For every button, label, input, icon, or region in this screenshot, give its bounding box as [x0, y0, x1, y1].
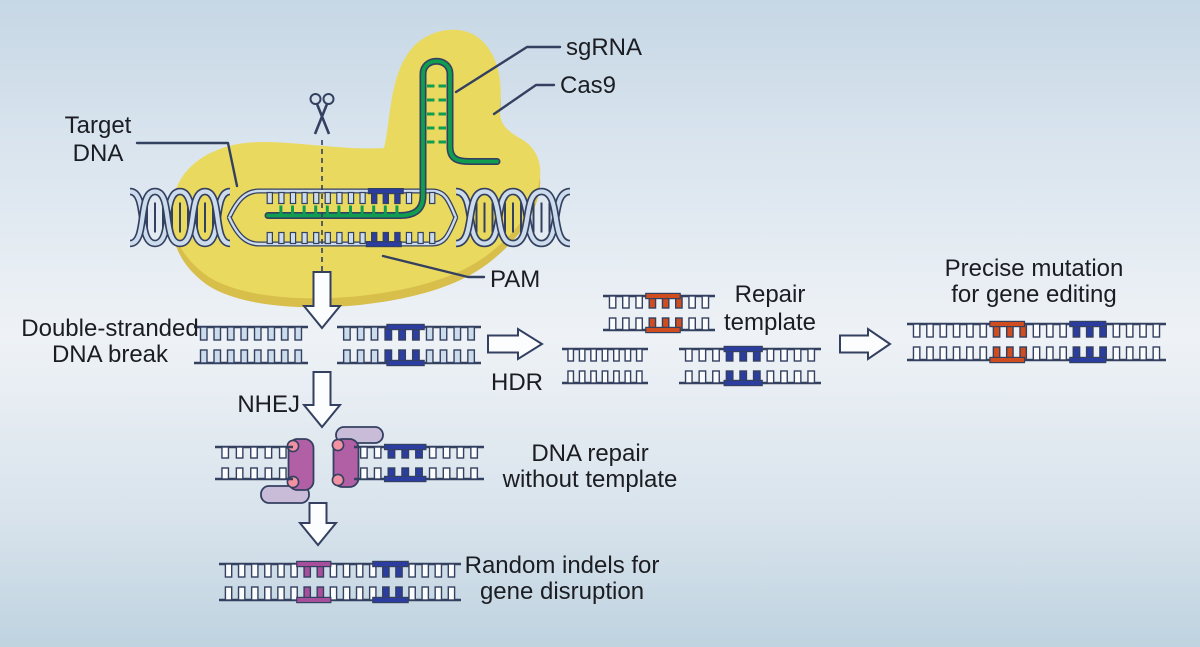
hdr-arrow [487, 327, 544, 361]
broken-dna-left [194, 325, 308, 365]
hdr-break-left [562, 347, 648, 385]
nhej-label: NHEJ [237, 391, 300, 418]
repair-template-label-line2: template [724, 309, 816, 336]
pam-pointer [381, 254, 486, 279]
nhej-repair-proteins-left [260, 438, 315, 504]
cas9-pointer [492, 83, 556, 116]
target-dna-pointer [135, 141, 239, 188]
dna-helix-right [455, 187, 571, 248]
sgrna-label: sgRNA [566, 34, 642, 61]
nhej-arrow [301, 371, 343, 429]
diagram-labels: Target DNA sgRNA Cas9 PAM Double-strande… [21, 34, 1123, 605]
scissors-icon [309, 93, 335, 135]
nhej-break-right [354, 443, 484, 483]
precise-mutation-label-line2: for gene editing [951, 281, 1116, 308]
edited-dna [907, 320, 1166, 364]
dsb-label-line1: Double-stranded [21, 315, 198, 342]
diagram-art [128, 29, 1166, 604]
dsb-label-line2: DNA break [52, 341, 169, 368]
dna-helix-left [128, 187, 232, 248]
pam-site-top [367, 188, 404, 195]
without-template-label-line2: without template [502, 466, 678, 493]
target-dna-label-line1: Target [65, 112, 132, 139]
hdr-label: HDR [491, 369, 543, 396]
cas9-label: Cas9 [560, 72, 616, 99]
sgrna-strand [264, 57, 501, 219]
target-dna-label-line2: DNA [73, 140, 124, 167]
nhej-result-arrow [297, 502, 339, 547]
random-indels-label-line1: Random indels for [465, 552, 660, 579]
target-dna-bubble [226, 188, 459, 248]
pam-site-bottom [365, 241, 402, 248]
hdr-break-right [679, 345, 821, 387]
sgrna-pointer [454, 45, 562, 94]
precise-mutation-label-line1: Precise mutation [945, 255, 1124, 282]
broken-dna-right [337, 323, 481, 367]
pam-label: PAM [490, 266, 540, 293]
nhej-repair-proteins-right [331, 426, 384, 488]
hdr-result-arrow [839, 327, 892, 361]
indel-dna [219, 560, 461, 604]
repair-template-dna [603, 292, 715, 334]
nhej-break-left [215, 445, 293, 481]
dsb-arrow [301, 271, 343, 330]
repair-template-label-line1: Repair [735, 281, 806, 308]
random-indels-label-line2: gene disruption [480, 578, 644, 605]
without-template-label-line1: DNA repair [531, 440, 648, 467]
cas9-protein-blob [172, 29, 541, 308]
